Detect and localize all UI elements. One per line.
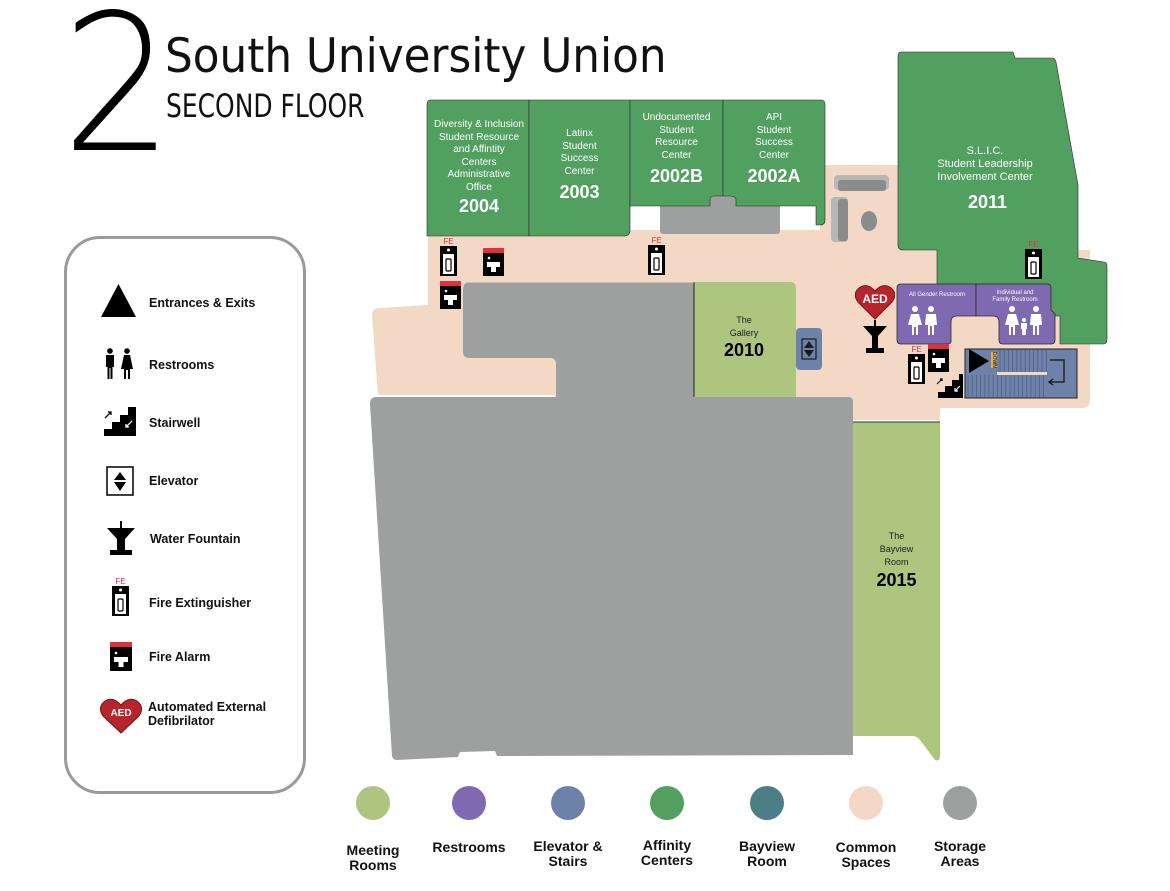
fire-extinguisher-icon <box>1025 249 1042 279</box>
color-swatch <box>750 786 784 820</box>
color-swatch <box>849 786 883 820</box>
room-2015-number: 2015 <box>876 570 917 590</box>
legend-label: Automated External Defibrilator <box>148 700 267 728</box>
fire-alarm-icon[interactable] <box>928 344 949 372</box>
floor-number: 2 <box>62 0 173 195</box>
fire-extinguisher-marker[interactable]: FE <box>908 345 925 389</box>
affinity-center-shapes <box>426 51 1108 345</box>
floor-subtitle: SECOND FLOOR <box>166 87 365 125</box>
aed-icon <box>855 285 895 320</box>
color-key-label: Restrooms <box>432 839 506 855</box>
family-people-icon <box>1005 306 1042 335</box>
room-2010-number: 2010 <box>723 340 765 360</box>
water-fountain-icon <box>107 521 135 555</box>
fire-alarm-icon <box>110 642 132 671</box>
legend-label: Stairwell <box>149 416 201 430</box>
room-2003-shape[interactable] <box>528 99 631 237</box>
all-gender-restroom-label: All Gender Restroom <box>908 292 966 298</box>
stairwell-icon <box>104 407 136 436</box>
legend-label: Fire Alarm <box>149 650 211 664</box>
entrance-triangle-icon[interactable] <box>967 348 991 374</box>
elevator-icon <box>106 466 134 496</box>
room-2004-number: 2004 <box>458 196 500 216</box>
meeting-room-shapes <box>693 282 940 761</box>
furniture <box>831 175 889 242</box>
stairwell-icon[interactable] <box>935 374 963 399</box>
color-swatch <box>356 786 390 820</box>
room-2003-number: 2003 <box>559 182 600 202</box>
fire-extinguisher-icon <box>440 246 457 276</box>
room-2002a-shape[interactable] <box>722 99 826 226</box>
restroom-people-icon <box>908 306 937 335</box>
fire-extinguisher-icon <box>648 245 665 275</box>
legend-fire-extinguisher: FE <box>112 577 129 621</box>
legend-label: Fire Extinguisher <box>149 596 252 610</box>
entrance-triangle-icon <box>101 284 136 317</box>
room-2011-number: 2011 <box>967 192 1008 212</box>
legend-label: Entrances & Exits <box>149 296 256 310</box>
fire-extinguisher-marker[interactable]: FE <box>1025 240 1042 284</box>
room-2010-shape[interactable] <box>694 282 796 397</box>
room-2002b-number: 2002B <box>649 166 704 186</box>
elevator-shape[interactable] <box>796 328 822 370</box>
fire-extinguisher-marker[interactable]: FE <box>648 236 665 280</box>
fire-extinguisher-icon <box>112 586 129 616</box>
aed-icon <box>100 698 142 734</box>
legend-aed: AED <box>100 698 142 734</box>
fire-extinguisher-marker[interactable]: FE <box>440 237 457 281</box>
stairs-down-label: DOWN <box>991 352 997 368</box>
legend <box>64 236 306 794</box>
fire-alarm-icon[interactable] <box>483 248 504 276</box>
color-swatch <box>943 786 977 820</box>
color-swatch <box>452 786 486 820</box>
water-fountain-icon[interactable] <box>862 318 888 354</box>
room-2015-shape[interactable] <box>853 422 940 761</box>
color-swatch <box>551 786 585 820</box>
restroom-icon <box>106 348 133 379</box>
legend-label: Water Fountain <box>150 532 241 546</box>
elevator-stairs-shapes <box>796 328 1078 399</box>
color-swatch <box>650 786 684 820</box>
room-2011-shape[interactable] <box>897 51 1108 345</box>
room-2002a-number: 2002A <box>747 166 801 186</box>
storage-area-lower <box>370 397 853 760</box>
building-title: South University Union <box>165 29 667 84</box>
fire-extinguisher-icon <box>908 354 925 384</box>
storage-area-upper <box>463 282 694 398</box>
fire-alarm-icon[interactable] <box>440 281 461 309</box>
room-2002b-shape[interactable] <box>629 99 724 207</box>
legend-label: Restrooms <box>149 358 215 372</box>
legend-label: Elevator <box>149 474 199 488</box>
aed-marker[interactable]: AED <box>855 284 895 320</box>
color-key-label: Elevator &Stairs <box>533 838 603 869</box>
elevator-map-icon <box>804 341 814 357</box>
